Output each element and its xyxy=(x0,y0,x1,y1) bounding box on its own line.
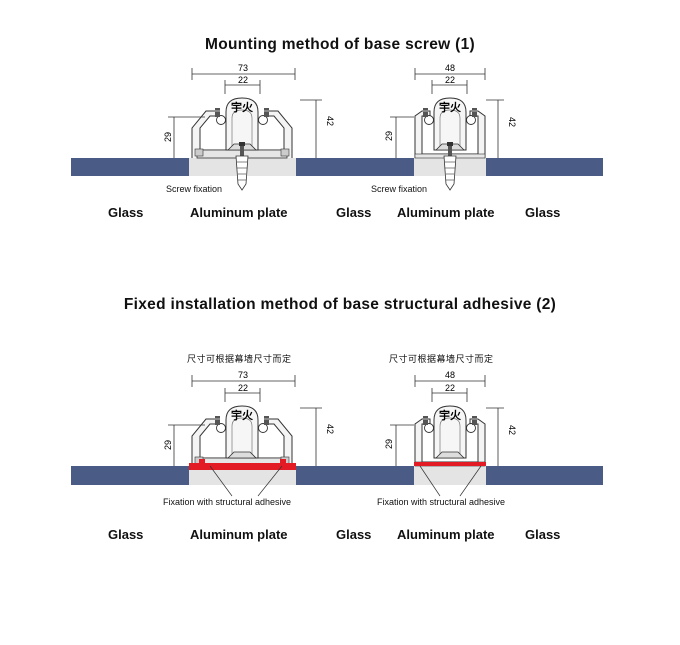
label-glass-s2-3: Glass xyxy=(525,527,561,542)
dim-outer-s1-right: 48 xyxy=(445,63,455,73)
label-aluminum-s1-2: Aluminum plate xyxy=(397,205,495,220)
aluminum-plate-3 xyxy=(189,466,296,485)
section2-title: Fixed installation method of base struct… xyxy=(123,296,557,313)
label-glass-s2-1: Glass xyxy=(108,527,144,542)
section1-title: Mounting method of base screw (1) xyxy=(205,36,475,53)
height-large-s1-left: 42 xyxy=(325,116,335,126)
height-small-s2-right: 29 xyxy=(384,439,394,449)
dim-outer-s2-right: 48 xyxy=(445,370,455,380)
caption-cn-right: 尺寸可根据幕墙尺寸而定 xyxy=(389,355,494,365)
glass-strip-left xyxy=(71,158,189,176)
height-small-s2-left: 29 xyxy=(163,440,173,450)
label-glass-s1-1: Glass xyxy=(108,205,144,220)
caption-cn-left: 尺寸可根据幕墙尺寸而定 xyxy=(187,355,292,365)
callout-lines-s2 xyxy=(209,465,482,497)
note-screw-fixation-left: Screw fixation xyxy=(166,184,223,194)
dim-inner-s2-right: 22 xyxy=(445,383,455,393)
label-aluminum-s2-2: Aluminum plate xyxy=(397,527,495,542)
height-large-s2-right: 42 xyxy=(507,425,517,435)
height-small-s1-right: 29 xyxy=(384,131,394,141)
glass-strip-right xyxy=(486,158,603,176)
adhesive-layer-left xyxy=(189,459,296,470)
label-glass-s1-3: Glass xyxy=(525,205,561,220)
dim-inner-s1-left: 22 xyxy=(238,75,248,85)
label-aluminum-s1-1: Aluminum plate xyxy=(190,205,288,220)
glass-strip-middle-2 xyxy=(296,466,414,485)
label-aluminum-s2-1: Aluminum plate xyxy=(190,527,288,542)
logo-s1-left: 宇火 xyxy=(231,100,254,114)
dim-inner-s2-left: 22 xyxy=(238,383,248,393)
dimension-lines-s2-right xyxy=(390,375,504,466)
glass-strip-left-2 xyxy=(71,466,189,485)
note-screw-fixation-right: Screw fixation xyxy=(371,184,428,194)
label-glass-s2-2: Glass xyxy=(336,527,372,542)
dimension-lines-s1-left xyxy=(168,68,322,158)
glass-strip-right-2 xyxy=(486,466,603,485)
dim-outer-s1-left: 73 xyxy=(238,63,248,73)
logo-s2-left: 宇火 xyxy=(231,408,254,422)
aluminum-plate-4 xyxy=(414,466,486,485)
note-adhesive-right: Fixation with structural adhesive xyxy=(377,497,506,507)
dim-outer-s2-left: 73 xyxy=(238,370,248,380)
label-glass-s1-2: Glass xyxy=(336,205,372,220)
dim-inner-s1-right: 22 xyxy=(445,75,455,85)
height-large-s2-left: 42 xyxy=(325,424,335,434)
logo-s1-right: 宇火 xyxy=(439,100,462,114)
height-small-s1-left: 29 xyxy=(163,132,173,142)
dimension-lines-s1-right xyxy=(390,68,504,158)
glass-strip-middle xyxy=(296,158,414,176)
height-large-s1-right: 42 xyxy=(507,117,517,127)
dimension-lines-s2-left xyxy=(168,375,322,466)
adhesive-layer-right xyxy=(414,462,486,466)
note-adhesive-left: Fixation with structural adhesive xyxy=(163,497,292,507)
logo-s2-right: 宇火 xyxy=(439,408,462,422)
